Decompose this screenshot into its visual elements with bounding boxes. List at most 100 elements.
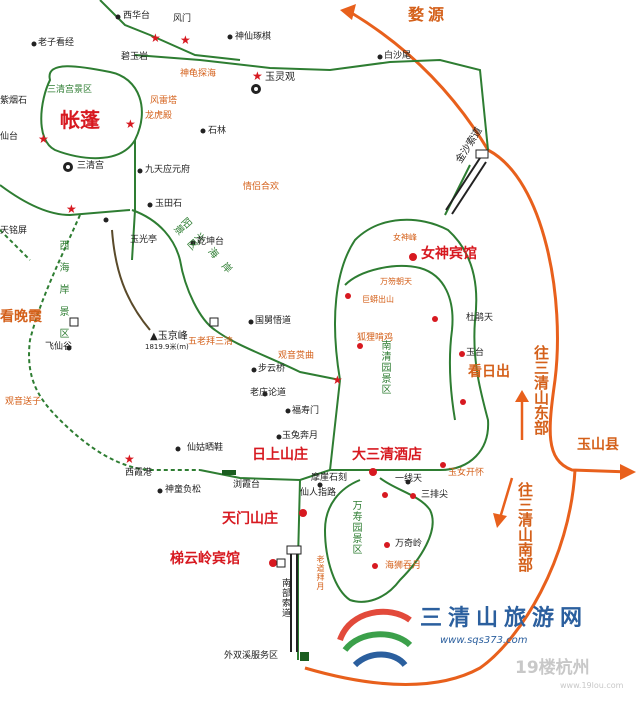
yin-yang-icons <box>63 84 261 172</box>
trails <box>0 0 490 660</box>
place-laozikanjing: 老子看经 <box>38 38 75 48</box>
label-south: 往三清山南部 <box>516 482 534 572</box>
label-zhangpeng: 帐蓬 <box>60 108 100 132</box>
label-south-cableway: 南部索道 <box>280 578 290 618</box>
place-hulitiji: 狐狸啃鸡 <box>357 333 394 343</box>
arrow-east <box>515 390 529 402</box>
cableway-south <box>286 545 302 652</box>
svg-text:★: ★ <box>66 202 77 216</box>
watermark-title: 三清山旅游网 <box>420 606 589 631</box>
place-qiankuntai: 乾坤台 <box>197 237 225 247</box>
place-shenxianzhuoqi: 神仙琢棋 <box>235 32 272 42</box>
arrow-yushan <box>620 464 636 480</box>
area-nanqingyuan: 南清园景区 <box>379 340 390 395</box>
place-yixiantian: 一线天 <box>395 474 423 484</box>
peak-height: 1819.9米(m) <box>145 343 189 351</box>
place-laoyunbaiyue: 老道拜月 <box>316 555 325 591</box>
hotel-dots <box>269 253 466 569</box>
peak-yujingfeng: ▲玉京峰 <box>150 331 188 342</box>
place-biyuyan: 碧玉岩 <box>121 52 149 62</box>
place-dujuantian: 杜鹃天 <box>466 313 494 323</box>
route-south <box>304 469 577 686</box>
place-wanqiling: 万奇岭 <box>395 539 423 549</box>
place-guanyinsongzi: 观音送子 <box>5 397 42 407</box>
place-ziyanshi: 紫烟石 <box>0 96 28 106</box>
place-xianrenzhilu: 仙人指路 <box>300 488 337 498</box>
place-sanpaijian: 三排尖 <box>421 490 449 500</box>
place-fengleita: 风雷塔 <box>150 96 178 106</box>
station-marker <box>222 470 236 475</box>
hotel-tiyunling: 梯云岭宾馆 <box>170 551 240 567</box>
dashed-trails <box>0 214 200 471</box>
place-qingluhehuan: 情侣合欢 <box>243 182 280 192</box>
route-east-loop <box>487 148 631 474</box>
site-dots <box>31 14 411 494</box>
place-xixiagang: 西霞港 <box>125 468 153 478</box>
route-south-arrow <box>498 477 514 519</box>
trail-yujingfeng <box>111 229 151 331</box>
area-wanshouyuan: 万寿园景区 <box>350 500 361 555</box>
svg-text:★: ★ <box>124 452 135 466</box>
label-kanrichu: 看日出 <box>468 364 510 380</box>
svg-text:★: ★ <box>180 33 191 47</box>
place-yutai: 玉台 <box>466 348 485 358</box>
terminus-marker <box>300 652 309 661</box>
svg-text:★: ★ <box>332 373 343 387</box>
place-shilin: 石林 <box>208 126 227 136</box>
route-wuyuan <box>349 10 490 151</box>
cableway-jinsha <box>445 149 489 215</box>
watermark-logo <box>337 608 413 668</box>
label-yushan: 玉山县 <box>577 437 619 453</box>
svg-text:★: ★ <box>252 69 263 83</box>
place-shenguitanhai: 神龟探海 <box>180 69 217 79</box>
place-guojiuwuwu: 国舅悟道 <box>255 316 292 326</box>
label-east: 往三清山东部 <box>532 345 550 435</box>
arrow-wuyuan <box>340 4 356 20</box>
place-laozhuangluntao: 老庄论道 <box>250 388 287 398</box>
stars: ★ ★ ★ ★ ★ ★ ★ ★ <box>38 31 343 466</box>
place-buyunqiao: 步云桥 <box>258 364 286 374</box>
place-longhudian: 龙虎殿 <box>145 111 173 121</box>
place-baishawei: 白沙尾 <box>384 51 412 61</box>
label-kanwanxia: 看晚霞 <box>0 309 42 325</box>
place-fushoumen: 福寿门 <box>292 406 320 416</box>
place-xihuatai: 西华台 <box>123 11 151 21</box>
place-wanhuchaotian: 万笏朝天 <box>380 277 412 286</box>
place-yunujaihuai: 玉女开怀 <box>448 468 485 478</box>
watermark-url: www.sqs373.com <box>440 635 528 646</box>
arrow-south <box>493 513 507 528</box>
place-jiutianyingyuanfu: 九天应元府 <box>145 165 191 175</box>
hotel-dasanqing: 大三清酒店 <box>352 447 422 463</box>
place-yutubenyue: 玉兔奔月 <box>282 431 319 441</box>
place-sanqinggong: 三清宫 <box>77 161 105 171</box>
area-xihai: 西海岸景区 <box>57 240 68 350</box>
area-sanqinggong: 三清宫景区 <box>47 85 93 95</box>
place-yutianshi: 玉田石 <box>155 199 183 209</box>
place-moyashike: 摩崖石刻 <box>311 473 348 483</box>
label-wuyuan: 婺源 <box>408 5 449 24</box>
place-haishichunyue: 海狮吞月 <box>385 561 422 571</box>
place-nvshenfeng: 女神峰 <box>393 233 417 242</box>
place-fengmen: 风门 <box>173 14 192 24</box>
place-yulingguan: 玉灵观 <box>265 72 295 83</box>
place-yuguangting: 玉光亭 <box>130 235 158 245</box>
place-longxiantai: 仙台 <box>0 132 19 142</box>
place-guanyinshangqu: 观音赏曲 <box>278 351 315 361</box>
place-feixiangu: 飞仙谷 <box>45 342 73 352</box>
place-wulaobaisanqing: 五老拜三清 <box>188 337 234 347</box>
svg-text:★: ★ <box>38 132 49 146</box>
place-xianguliuxie: 仙姑晒鞋 <box>187 443 224 453</box>
hotel-tianmen: 天门山庄 <box>222 511 278 527</box>
hotel-nvshen: 女神宾馆 <box>421 246 477 262</box>
place-shentongfusong: 神童负松 <box>165 485 202 495</box>
watermark-site-url: www.19lou.com <box>560 681 624 690</box>
hotel-rishang: 日上山庄 <box>252 447 308 463</box>
place-jumangchushan: 巨蟒出山 <box>362 295 394 304</box>
svg-text:★: ★ <box>150 31 161 45</box>
place-tianmingping: 天铭屏 <box>0 226 28 236</box>
label-terminus: 外双溪服务区 <box>224 651 279 661</box>
place-xiaxiatai: 浏霞台 <box>233 480 261 490</box>
svg-text:★: ★ <box>125 117 136 131</box>
